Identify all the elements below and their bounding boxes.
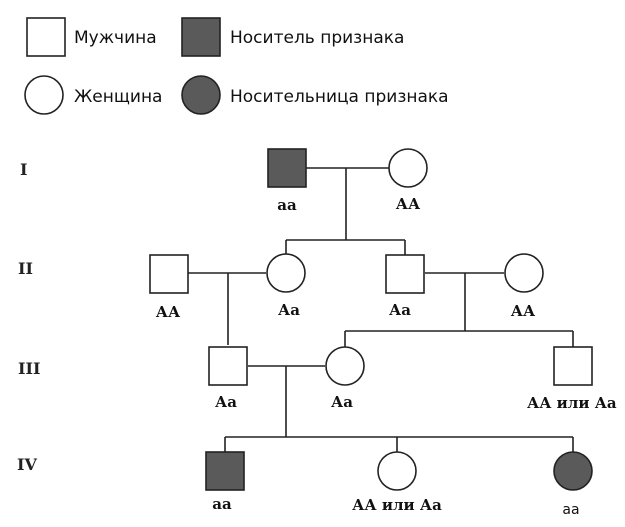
individual-IV-2-female (377, 451, 417, 491)
generation-label-3: III (18, 359, 40, 378)
legend-affected-female-symbol (181, 75, 221, 115)
individual-I-2-female (388, 148, 428, 188)
genotype-III-3: АА или Аа (527, 394, 617, 412)
individual-III-3-male (553, 346, 593, 386)
individual-IV-1-affected-male (205, 451, 245, 491)
legend: Мужчина Носитель признака Женщина Носите… (24, 17, 449, 115)
individual-II-3-male (385, 254, 425, 294)
genotype-III-2: Аа (331, 393, 353, 411)
genotype-I-2: АА (396, 195, 421, 213)
generation-label-2: II (18, 259, 33, 278)
genotype-II-3: Аа (389, 301, 411, 319)
individual-IV-3-affected-female (553, 451, 593, 491)
legend-male-label: Мужчина (74, 28, 157, 48)
individual-III-2-female (325, 346, 365, 386)
generation-label-4: IV (17, 455, 37, 474)
genotype-I-1: аа (277, 196, 297, 214)
individual-I-1-affected-male (267, 148, 307, 188)
legend-female-symbol (24, 75, 64, 115)
genotype-IV-2: АА или Аа (352, 496, 442, 514)
generation-I: аа АА (267, 148, 428, 214)
legend-affected-male-symbol (181, 17, 221, 57)
legend-affected-female-label: Носительница признака (230, 87, 449, 107)
generation-IV: аа АА или Аа аа (205, 451, 593, 518)
legend-male-symbol (26, 17, 66, 57)
genotype-IV-3: аа (562, 502, 579, 518)
generation-label-1: I (20, 160, 27, 179)
individual-II-4-female (504, 253, 544, 293)
individual-II-1-male (149, 254, 189, 294)
legend-affected-male-label: Носитель признака (230, 28, 404, 48)
individual-II-2-female (266, 253, 306, 293)
generation-II: АА Аа Аа АА (149, 253, 544, 321)
genotype-III-1: Аа (215, 393, 237, 411)
generation-III: Аа Аа АА или Аа (208, 346, 617, 412)
legend-female-label: Женщина (74, 87, 162, 107)
genotype-II-1: АА (156, 303, 181, 321)
pedigree-lines (188, 167, 574, 452)
generation-labels: I II III IV (17, 160, 40, 474)
genotype-IV-1: аа (212, 495, 232, 513)
genotype-II-4: АА (511, 302, 536, 320)
individual-III-1-male (208, 346, 248, 386)
genotype-II-2: Аа (278, 301, 300, 319)
